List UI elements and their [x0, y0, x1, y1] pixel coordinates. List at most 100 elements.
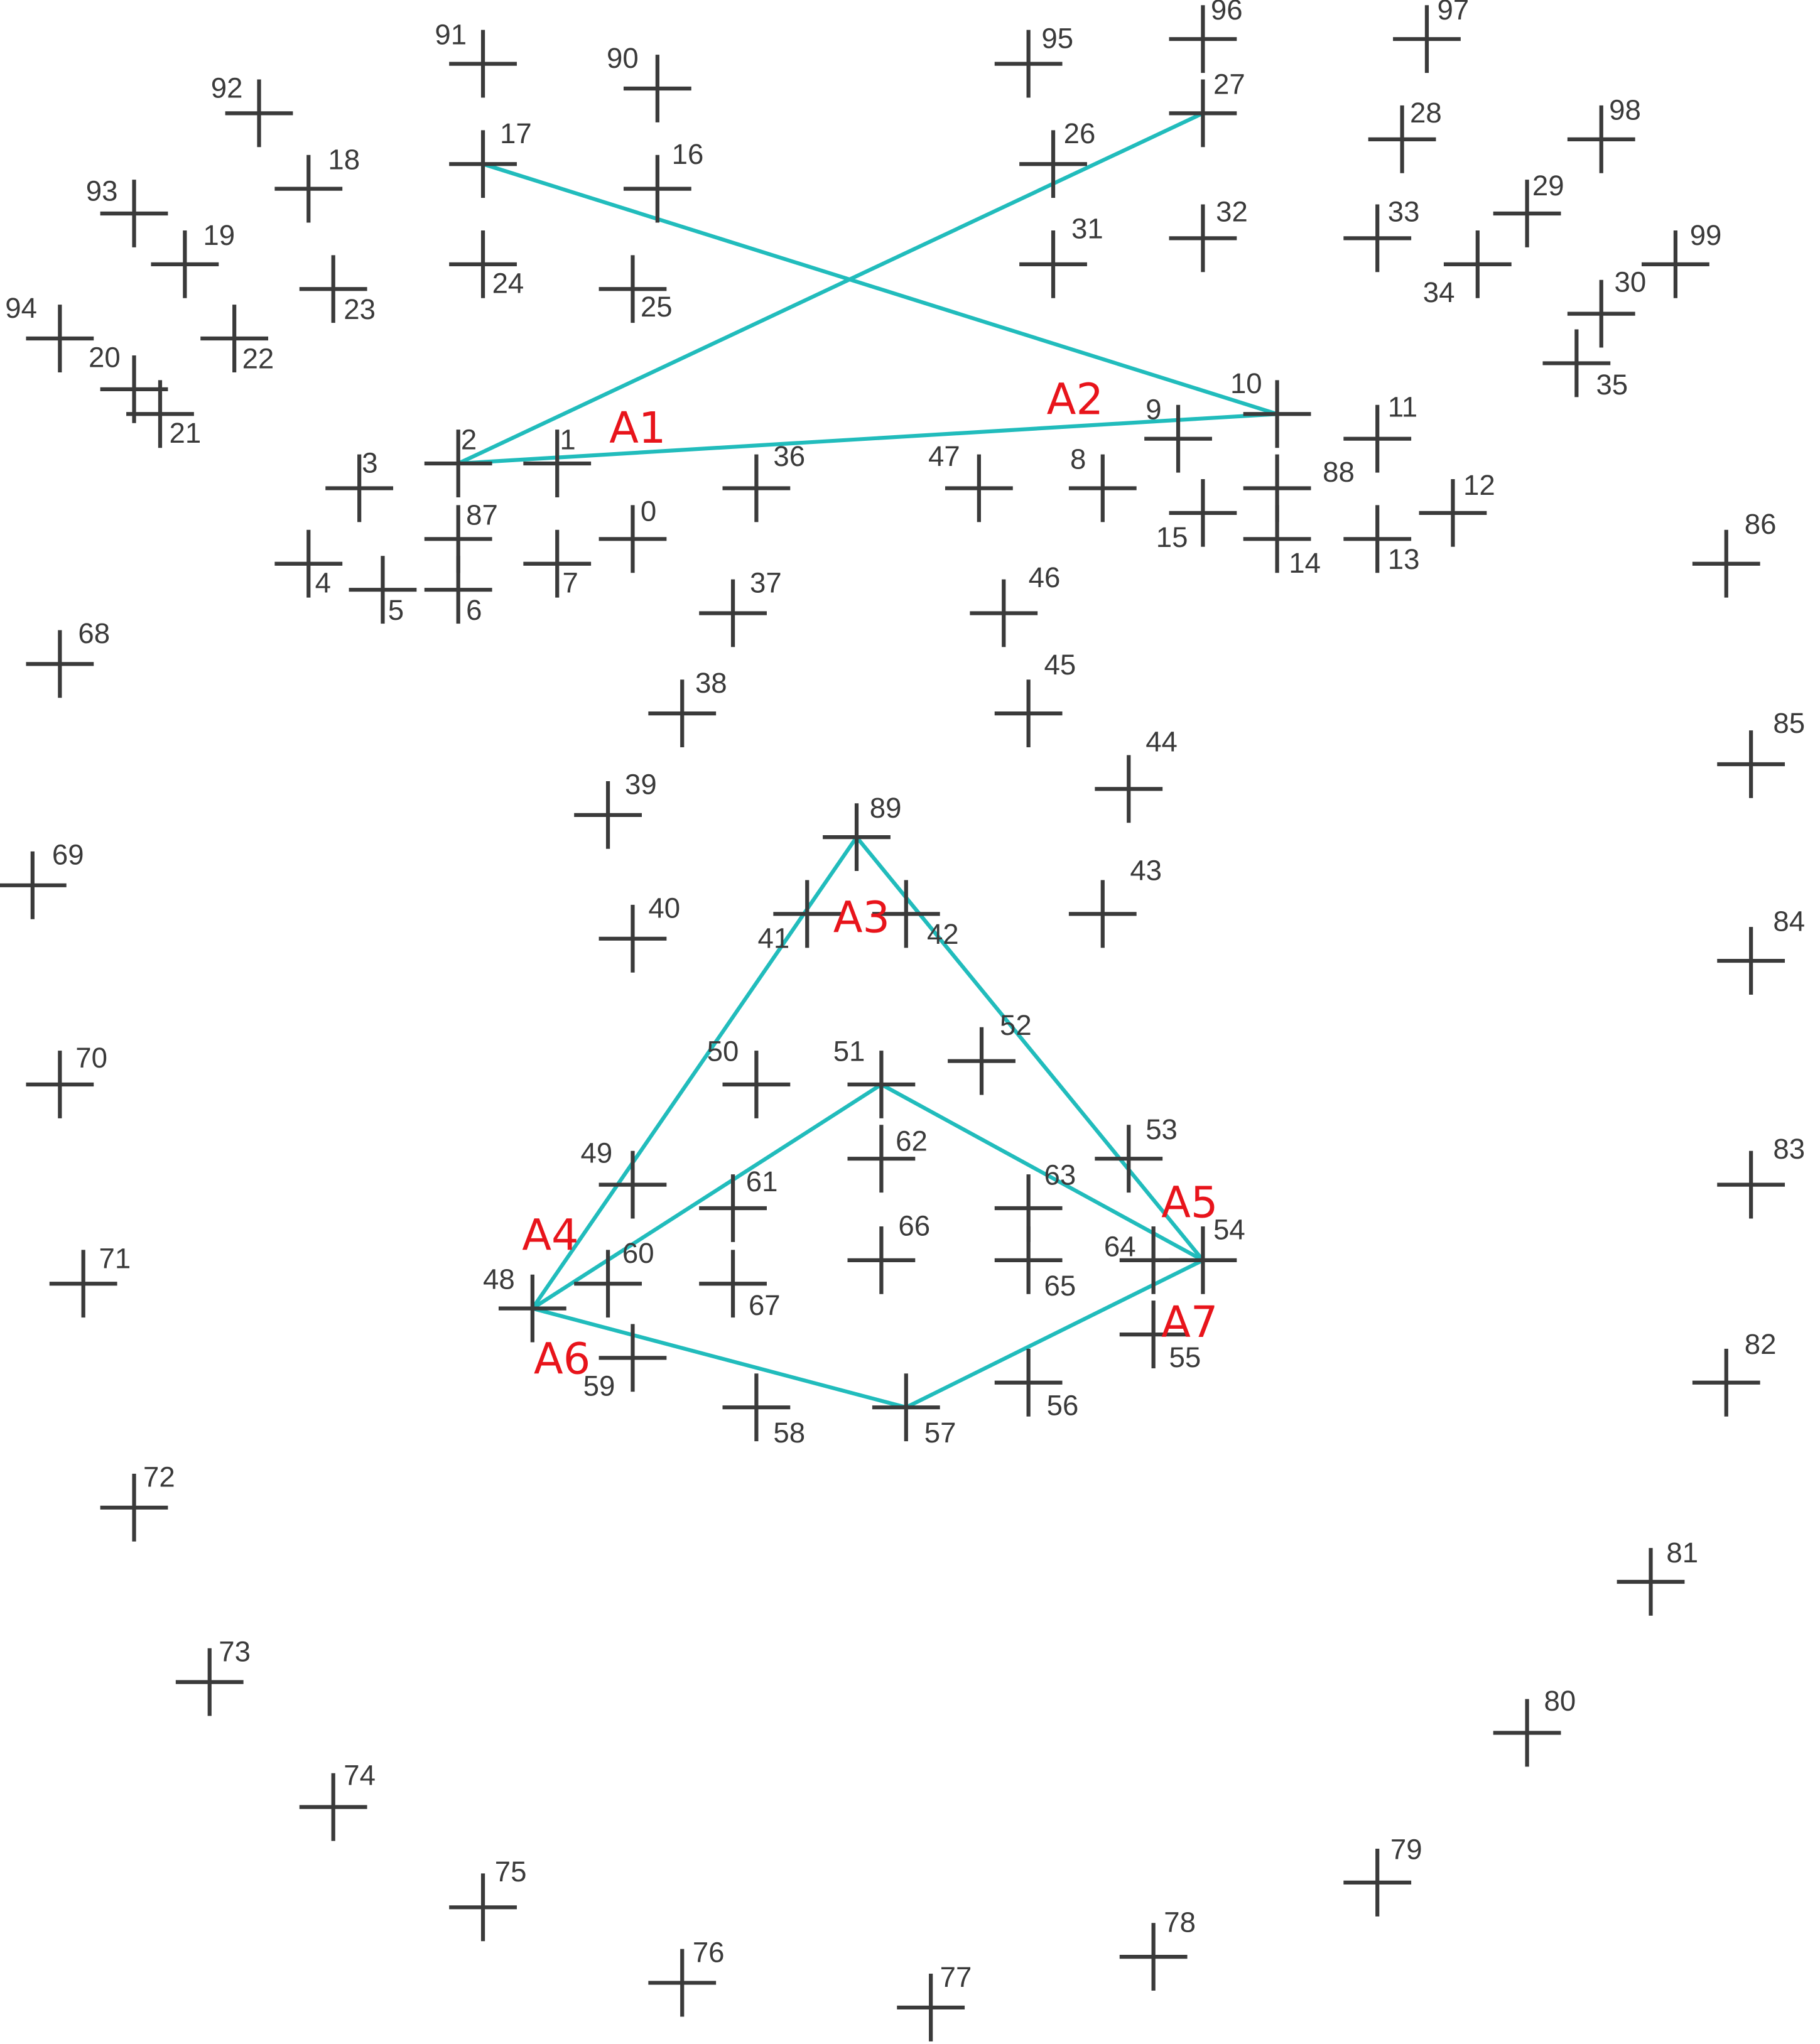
landmark-label: 64: [1104, 1231, 1136, 1263]
landmark-marker-92: 92: [211, 72, 293, 148]
landmark-label: 75: [495, 1856, 527, 1888]
landmark-label: 37: [750, 566, 782, 598]
landmark-marker-43: 43: [1068, 855, 1162, 948]
landmark-label: 57: [924, 1417, 956, 1449]
connection-line-27-2: [457, 111, 1204, 465]
landmark-marker-32: 32: [1169, 195, 1248, 273]
landmark-marker-22: 22: [200, 305, 274, 375]
landmark-marker-35: 35: [1542, 329, 1628, 401]
landmark-marker-0: 0: [599, 495, 667, 573]
landmark-marker-96: 96: [1169, 0, 1243, 73]
landmark-marker-29: 29: [1493, 170, 1564, 247]
landmark-label: 48: [483, 1263, 515, 1295]
landmark-marker-95: 95: [994, 23, 1073, 98]
landmark-label: 20: [89, 342, 121, 374]
landmark-label: 91: [435, 18, 467, 50]
landmark-label: 47: [928, 440, 960, 472]
landmark-label: 78: [1164, 1906, 1196, 1939]
landmark-label: 82: [1745, 1328, 1777, 1360]
landmark-label: 45: [1044, 649, 1076, 681]
landmark-label: 41: [757, 922, 789, 954]
landmark-label: 96: [1211, 0, 1243, 26]
landmark-label: 12: [1463, 469, 1495, 501]
landmark-marker-12: 12: [1419, 469, 1495, 547]
landmark-marker-90: 90: [607, 42, 691, 122]
landmark-marker-46: 46: [970, 561, 1060, 647]
landmark-marker-24: 24: [449, 230, 524, 299]
landmark-label: 73: [219, 1635, 251, 1667]
landmark-marker-2: 2: [424, 423, 492, 497]
landmark-label: 60: [622, 1237, 654, 1269]
landmark-marker-13: 13: [1343, 505, 1419, 575]
connection-line-51-54: [880, 1083, 1204, 1262]
landmark-marker-3: 3: [325, 447, 394, 522]
landmark-label: 95: [1041, 23, 1073, 55]
landmark-marker-5: 5: [349, 556, 417, 626]
angle-label-a6: A6: [534, 1334, 590, 1384]
landmark-marker-69: 69: [0, 839, 84, 919]
angle-label-a5: A5: [1161, 1178, 1218, 1228]
landmark-label: 53: [1146, 1113, 1178, 1145]
landmark-label: 44: [1146, 725, 1178, 757]
landmark-marker-9: 9: [1144, 394, 1212, 473]
angle-label-a2: A2: [1047, 375, 1103, 424]
connection-line-51-48: [531, 1083, 883, 1311]
landmark-marker-93: 93: [86, 175, 168, 247]
landmark-label: 13: [1388, 543, 1420, 575]
landmark-label: 79: [1390, 1834, 1422, 1866]
landmark-label: 50: [707, 1036, 739, 1068]
landmark-label: 51: [833, 1036, 865, 1068]
landmark-label: 70: [75, 1042, 107, 1074]
landmark-label: 93: [86, 175, 118, 207]
landmark-label: 16: [672, 138, 704, 170]
landmark-label: 26: [1064, 117, 1096, 149]
landmark-marker-77: 77: [897, 1961, 972, 2041]
landmark-label: 52: [1000, 1009, 1032, 1041]
landmark-marker-60: 60: [574, 1237, 654, 1318]
landmark-label: 65: [1044, 1270, 1076, 1302]
landmark-label: 39: [625, 769, 657, 801]
landmark-label: 66: [898, 1210, 930, 1242]
landmark-label: 0: [641, 495, 656, 527]
landmark-marker-63: 63: [994, 1159, 1076, 1242]
landmark-marker-47: 47: [928, 440, 1013, 522]
landmark-label: 76: [693, 1936, 725, 1968]
landmark-marker-42: 42: [872, 880, 959, 950]
landmark-marker-48: 48: [483, 1263, 566, 1343]
landmark-marker-75: 75: [449, 1856, 527, 1942]
landmark-marker-88: 88: [1243, 454, 1355, 522]
landmark-label: 69: [52, 839, 84, 871]
angle-label-a3: A3: [833, 893, 890, 943]
landmark-label: 3: [362, 447, 377, 479]
landmark-marker-45: 45: [994, 649, 1076, 748]
landmark-label: 87: [466, 499, 498, 531]
landmark-marker-58: 58: [722, 1373, 805, 1449]
landmark-marker-98: 98: [1567, 94, 1641, 173]
landmark-marker-21: 21: [126, 380, 201, 449]
landmark-label: 49: [581, 1137, 613, 1169]
landmark-marker-76: 76: [648, 1936, 725, 2017]
landmark-marker-53: 53: [1095, 1113, 1178, 1193]
landmark-marker-84: 84: [1717, 905, 1805, 995]
landmark-marker-11: 11: [1343, 391, 1417, 473]
landmark-label: 1: [560, 423, 575, 455]
landmark-marker-68: 68: [26, 617, 110, 698]
landmark-label: 86: [1745, 508, 1777, 540]
landmark-marker-25: 25: [599, 255, 673, 323]
landmark-label: 90: [607, 42, 639, 74]
landmark-marker-17: 17: [449, 117, 532, 198]
landmark-label: 97: [1438, 0, 1470, 26]
landmark-marker-51: 51: [833, 1036, 916, 1118]
landmark-marker-59: 59: [583, 1324, 667, 1402]
landmark-label: 36: [773, 440, 805, 472]
landmark-label: 77: [940, 1961, 972, 1993]
landmark-label: 6: [466, 594, 482, 626]
angle-label-a1: A1: [609, 404, 666, 453]
landmark-marker-71: 71: [49, 1242, 131, 1318]
landmark-label: 80: [1544, 1685, 1576, 1717]
landmark-label: 89: [870, 792, 902, 824]
landmark-marker-70: 70: [26, 1042, 107, 1118]
landmark-label: 81: [1666, 1537, 1698, 1569]
